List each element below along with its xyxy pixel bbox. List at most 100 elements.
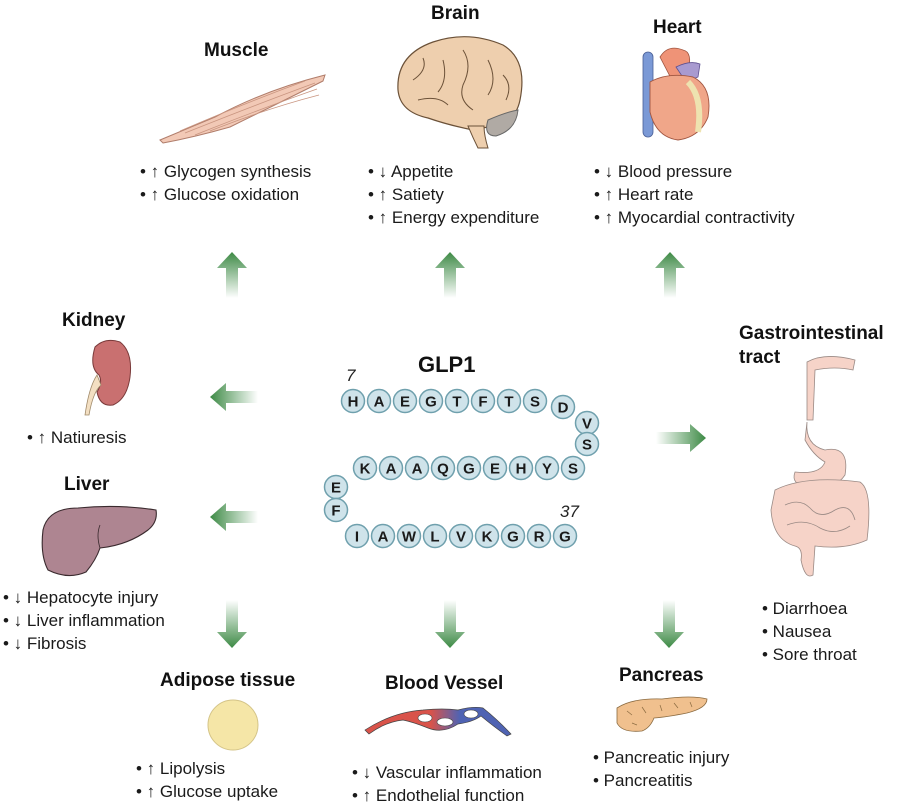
residue-h-13: H [508, 455, 534, 481]
effect-item: • Pancreatic injury [593, 748, 730, 767]
residue-a-17: A [404, 455, 430, 481]
residue-k-19: K [352, 455, 378, 481]
svg-text:T: T [452, 394, 461, 411]
effect-item: • ↓ Blood pressure [594, 162, 733, 181]
residue-y-12: Y [534, 455, 560, 481]
residue-f-5: F [470, 388, 496, 414]
adipose-icon [207, 699, 259, 751]
pancreas-icon [616, 696, 708, 732]
residue-d-8: D [550, 394, 576, 420]
residue-i-22: I [344, 523, 370, 549]
heart-effects: • ↓ Blood pressure • ↑ Heart rate • ↑ My… [594, 160, 795, 229]
brain-effects: • ↓ Appetite • ↑ Satiety • ↑ Energy expe… [368, 160, 539, 229]
residue-s-10: S [574, 431, 600, 457]
arrow-down-pancreas-icon [654, 600, 684, 648]
residue-e-2: E [392, 388, 418, 414]
arrow-left-kidney-icon [210, 383, 258, 411]
effect-item: • ↓ Liver inflammation [3, 611, 165, 630]
vessel-title: Blood Vessel [385, 673, 504, 694]
svg-text:I: I [355, 529, 359, 546]
effect-item: • ↑ Glucose oxidation [140, 185, 300, 204]
vessel-effects: • ↓ Vascular inflammation • ↑ Endothelia… [352, 761, 542, 807]
effect-item: • ↑ Heart rate [594, 185, 694, 204]
arrow-down-adipose-icon [217, 600, 247, 648]
svg-text:S: S [582, 437, 592, 454]
pancreas-title: Pancreas [619, 665, 704, 686]
svg-text:R: R [534, 529, 545, 546]
svg-text:A: A [386, 461, 397, 478]
svg-text:G: G [425, 394, 437, 411]
residue-a-23: A [370, 523, 396, 549]
residue-t-6: T [496, 388, 522, 414]
heart-title: Heart [653, 17, 702, 38]
liver-effects: • ↓ Hepatocyte injury • ↓ Liver inflamma… [3, 586, 165, 655]
kidney-icon [84, 339, 131, 416]
effect-item: • ↑ Energy expenditure [368, 208, 540, 227]
svg-text:A: A [378, 529, 389, 546]
adipose-title: Adipose tissue [160, 670, 296, 691]
effect-item: • ↓ Vascular inflammation [352, 763, 542, 782]
effect-item: • ↑ Glycogen synthesis [140, 162, 312, 181]
svg-text:G: G [559, 529, 571, 546]
pancreas-effects: • Pancreatic injury • Pancreatitis [593, 746, 729, 792]
svg-text:F: F [331, 503, 340, 520]
effect-item: • ↑ Satiety [368, 185, 444, 204]
svg-text:E: E [331, 480, 341, 497]
svg-text:G: G [507, 529, 519, 546]
residue-v-9: V [574, 410, 600, 436]
muscle-effects: • ↑ Glycogen synthesis • ↑ Glucose oxida… [140, 160, 311, 206]
residue-t-4: T [444, 388, 470, 414]
svg-text:E: E [490, 461, 500, 478]
svg-text:G: G [463, 461, 475, 478]
gi-tract-icon [770, 356, 870, 577]
residue-g-3: G [418, 388, 444, 414]
effect-item: • ↑ Glucose uptake [136, 782, 279, 801]
effect-item: • Diarrhoea [762, 599, 848, 618]
liver-icon [41, 505, 157, 577]
effect-item: • ↑ Lipolysis [136, 759, 226, 778]
svg-text:S: S [568, 461, 578, 478]
residue-k-27: K [474, 523, 500, 549]
svg-text:H: H [516, 461, 527, 478]
liver-title: Liver [64, 474, 110, 495]
residue-l-25: L [422, 523, 448, 549]
arrow-down-vessel-icon [435, 600, 465, 648]
residue-w-24: W [396, 523, 422, 549]
effect-item: • ↓ Appetite [368, 162, 454, 181]
kidney-effects: • ↑ Natiuresis [27, 426, 126, 449]
muscle-title: Muscle [204, 40, 269, 61]
svg-text:Q: Q [437, 461, 449, 478]
residue-g-28: G [500, 523, 526, 549]
svg-text:Y: Y [542, 461, 552, 478]
arrow-up-brain-icon [435, 252, 465, 298]
residue-f-21: F [323, 497, 349, 523]
svg-text:K: K [360, 461, 371, 478]
glp1-title: GLP1 [418, 352, 476, 377]
svg-text:W: W [402, 529, 417, 546]
arrow-up-muscle-icon [217, 252, 247, 298]
residue-a-18: A [378, 455, 404, 481]
residue-g-30: G [552, 523, 578, 549]
residue-e-20: E [323, 474, 349, 500]
gi-title-line1: Gastrointestinal [739, 323, 884, 344]
gi-title: Gastrointestinal tract [739, 322, 884, 370]
svg-text:E: E [400, 394, 410, 411]
residue-g-15: G [456, 455, 482, 481]
adipose-effects: • ↑ Lipolysis • ↑ Glucose uptake [136, 757, 278, 803]
gi-title-line2: tract [739, 347, 781, 368]
residue-q-16: Q [430, 455, 456, 481]
gi-effects: • Diarrhoea • Nausea • Sore throat [762, 597, 857, 666]
residue-v-26: V [448, 523, 474, 549]
effect-item: • Pancreatitis [593, 771, 693, 790]
effect-item: • ↓ Fibrosis [3, 634, 87, 653]
svg-text:V: V [456, 529, 466, 546]
blood-vessel-icon [364, 706, 512, 737]
start-index-label: 7 [346, 366, 356, 385]
svg-text:F: F [478, 394, 487, 411]
brain-title: Brain [431, 3, 480, 24]
effect-item: • Nausea [762, 622, 832, 641]
arrow-up-heart-icon [655, 252, 685, 298]
brain-icon [397, 36, 523, 149]
heart-icon [642, 47, 710, 141]
